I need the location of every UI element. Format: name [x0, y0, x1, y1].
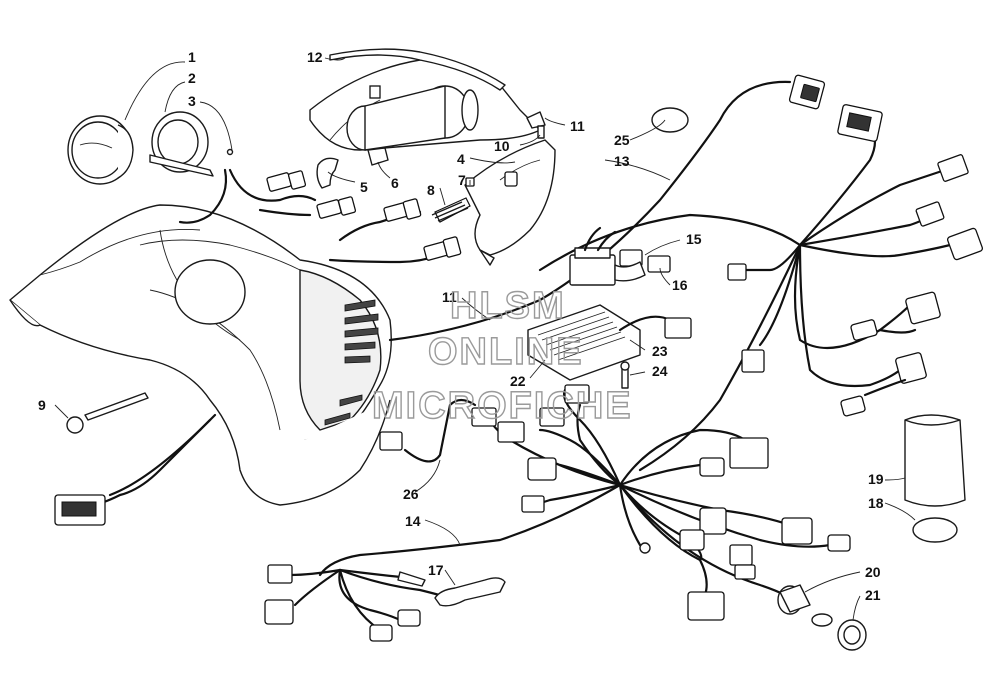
- callout-6: 6: [391, 175, 399, 191]
- callout-11-top: 11: [570, 118, 585, 134]
- headlight-housing-upper: [309, 59, 541, 151]
- lower-wiring-harness: [318, 388, 832, 597]
- ignition-nut: [837, 619, 867, 651]
- jumper-harness: [403, 398, 477, 463]
- callout-1: 1: [188, 49, 196, 65]
- callout-7: 7: [458, 172, 466, 188]
- watermark-line-1: HLSM: [450, 285, 566, 327]
- gauge-screw: [226, 148, 234, 156]
- headlight-seal-strip: [329, 48, 506, 91]
- relay-block: [729, 437, 769, 469]
- callout-4: 4: [457, 151, 465, 167]
- fuse-holder: [647, 255, 671, 273]
- callout-3: 3: [188, 93, 196, 109]
- callout-19: 19: [868, 471, 884, 487]
- speedometer-gauge: [67, 115, 134, 185]
- leader-lines: [54, 57, 916, 621]
- callout-25: 25: [614, 132, 630, 148]
- callout-14: 14: [405, 513, 421, 529]
- gauge-opening: [174, 259, 246, 325]
- screw-10: [537, 125, 545, 139]
- bulb-boot: [316, 157, 339, 189]
- gauge-connector-b: [316, 199, 342, 219]
- callout-15: 15: [686, 231, 702, 247]
- callout-numbers: 1 2 3 12 11 10 4 7 5 6 8 9 25 13 15 16 1…: [38, 49, 884, 603]
- ground-ring: [639, 542, 651, 554]
- callout-24: 24: [652, 363, 668, 379]
- regulator-connector: [664, 317, 692, 339]
- callout-16: 16: [672, 277, 688, 293]
- callout-26: 26: [403, 486, 419, 502]
- callout-5: 5: [360, 179, 368, 195]
- callout-8: 8: [427, 182, 435, 198]
- headlight-mount-tab: [369, 85, 381, 99]
- washer: [811, 613, 833, 627]
- ignition-switch: [777, 584, 811, 615]
- headlight-housing-lower: [464, 139, 556, 266]
- callout-21: 21: [865, 587, 881, 603]
- main-connector-9-harness: [54, 494, 106, 526]
- callout-2: 2: [188, 70, 196, 86]
- callout-20: 20: [865, 564, 881, 580]
- callout-12: 12: [307, 49, 323, 65]
- callout-11-mid: 11: [442, 289, 457, 305]
- watermark-line-2: ONLINE: [428, 331, 584, 373]
- watermark-line-3: MICROFICHE: [372, 385, 633, 427]
- snap-ring-top: [651, 107, 689, 133]
- headlight-bulb: [367, 147, 389, 166]
- hood-fairing: [9, 204, 392, 506]
- retaining-ring: [912, 517, 958, 543]
- voltage-regulator: [527, 304, 672, 381]
- callout-9: 9: [38, 397, 46, 413]
- relay-module: [569, 226, 617, 286]
- harness-connector-large: [837, 104, 883, 142]
- callout-18: 18: [868, 495, 884, 511]
- protective-sleeve: [904, 414, 966, 507]
- gauge-bezel: [149, 111, 214, 177]
- clip-upper: [526, 111, 546, 129]
- harness-connector-top: [788, 74, 826, 110]
- gauge-connector-a: [266, 172, 292, 192]
- mounting-bolt: [66, 392, 149, 434]
- watermark: HLSM ONLINE MICROFICHE: [371, 284, 633, 427]
- bullet-connector: [434, 577, 506, 607]
- callout-23: 23: [652, 343, 668, 359]
- callout-17: 17: [428, 562, 444, 578]
- callout-22: 22: [510, 373, 526, 389]
- callout-10: 10: [494, 138, 510, 154]
- callout-13: 13: [614, 153, 630, 169]
